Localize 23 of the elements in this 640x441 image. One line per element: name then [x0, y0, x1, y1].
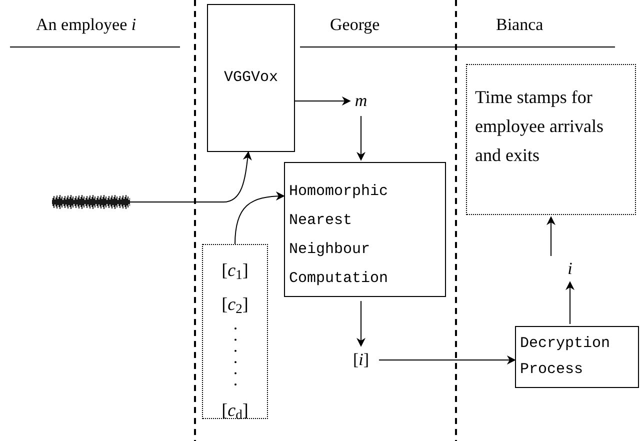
arrow: [566, 281, 574, 324]
variable-label: i: [563, 258, 577, 280]
arrow: [378, 356, 516, 364]
arrow: [546, 216, 556, 256]
note-text: Time stamps for employee arrivals and exits: [475, 86, 604, 167]
lane-heading: Bianca: [496, 14, 544, 36]
vector-list-box: [202, 244, 268, 419]
arrow: [130, 151, 252, 202]
vector-entry: [c$_{2}$]: [222, 293, 248, 318]
lane-heading: George: [330, 14, 380, 36]
waveform-drawing: [52, 195, 130, 209]
arrow: [356, 300, 366, 347]
process-box: Homomorphic Nearest Neighbour Computation: [284, 162, 446, 297]
lane-heading: An employee i: [36, 14, 136, 36]
process-box: VGGVox: [207, 4, 295, 152]
arrow: [356, 116, 366, 161]
process-box: Decryption Process: [515, 326, 639, 388]
vector-entry: [c$_{1}$]: [222, 259, 248, 284]
arrow: [234, 192, 285, 244]
arrow: [294, 96, 351, 106]
variable-label: m: [352, 90, 370, 112]
variable-label: [i]: [347, 348, 375, 372]
note-box: [466, 64, 636, 215]
